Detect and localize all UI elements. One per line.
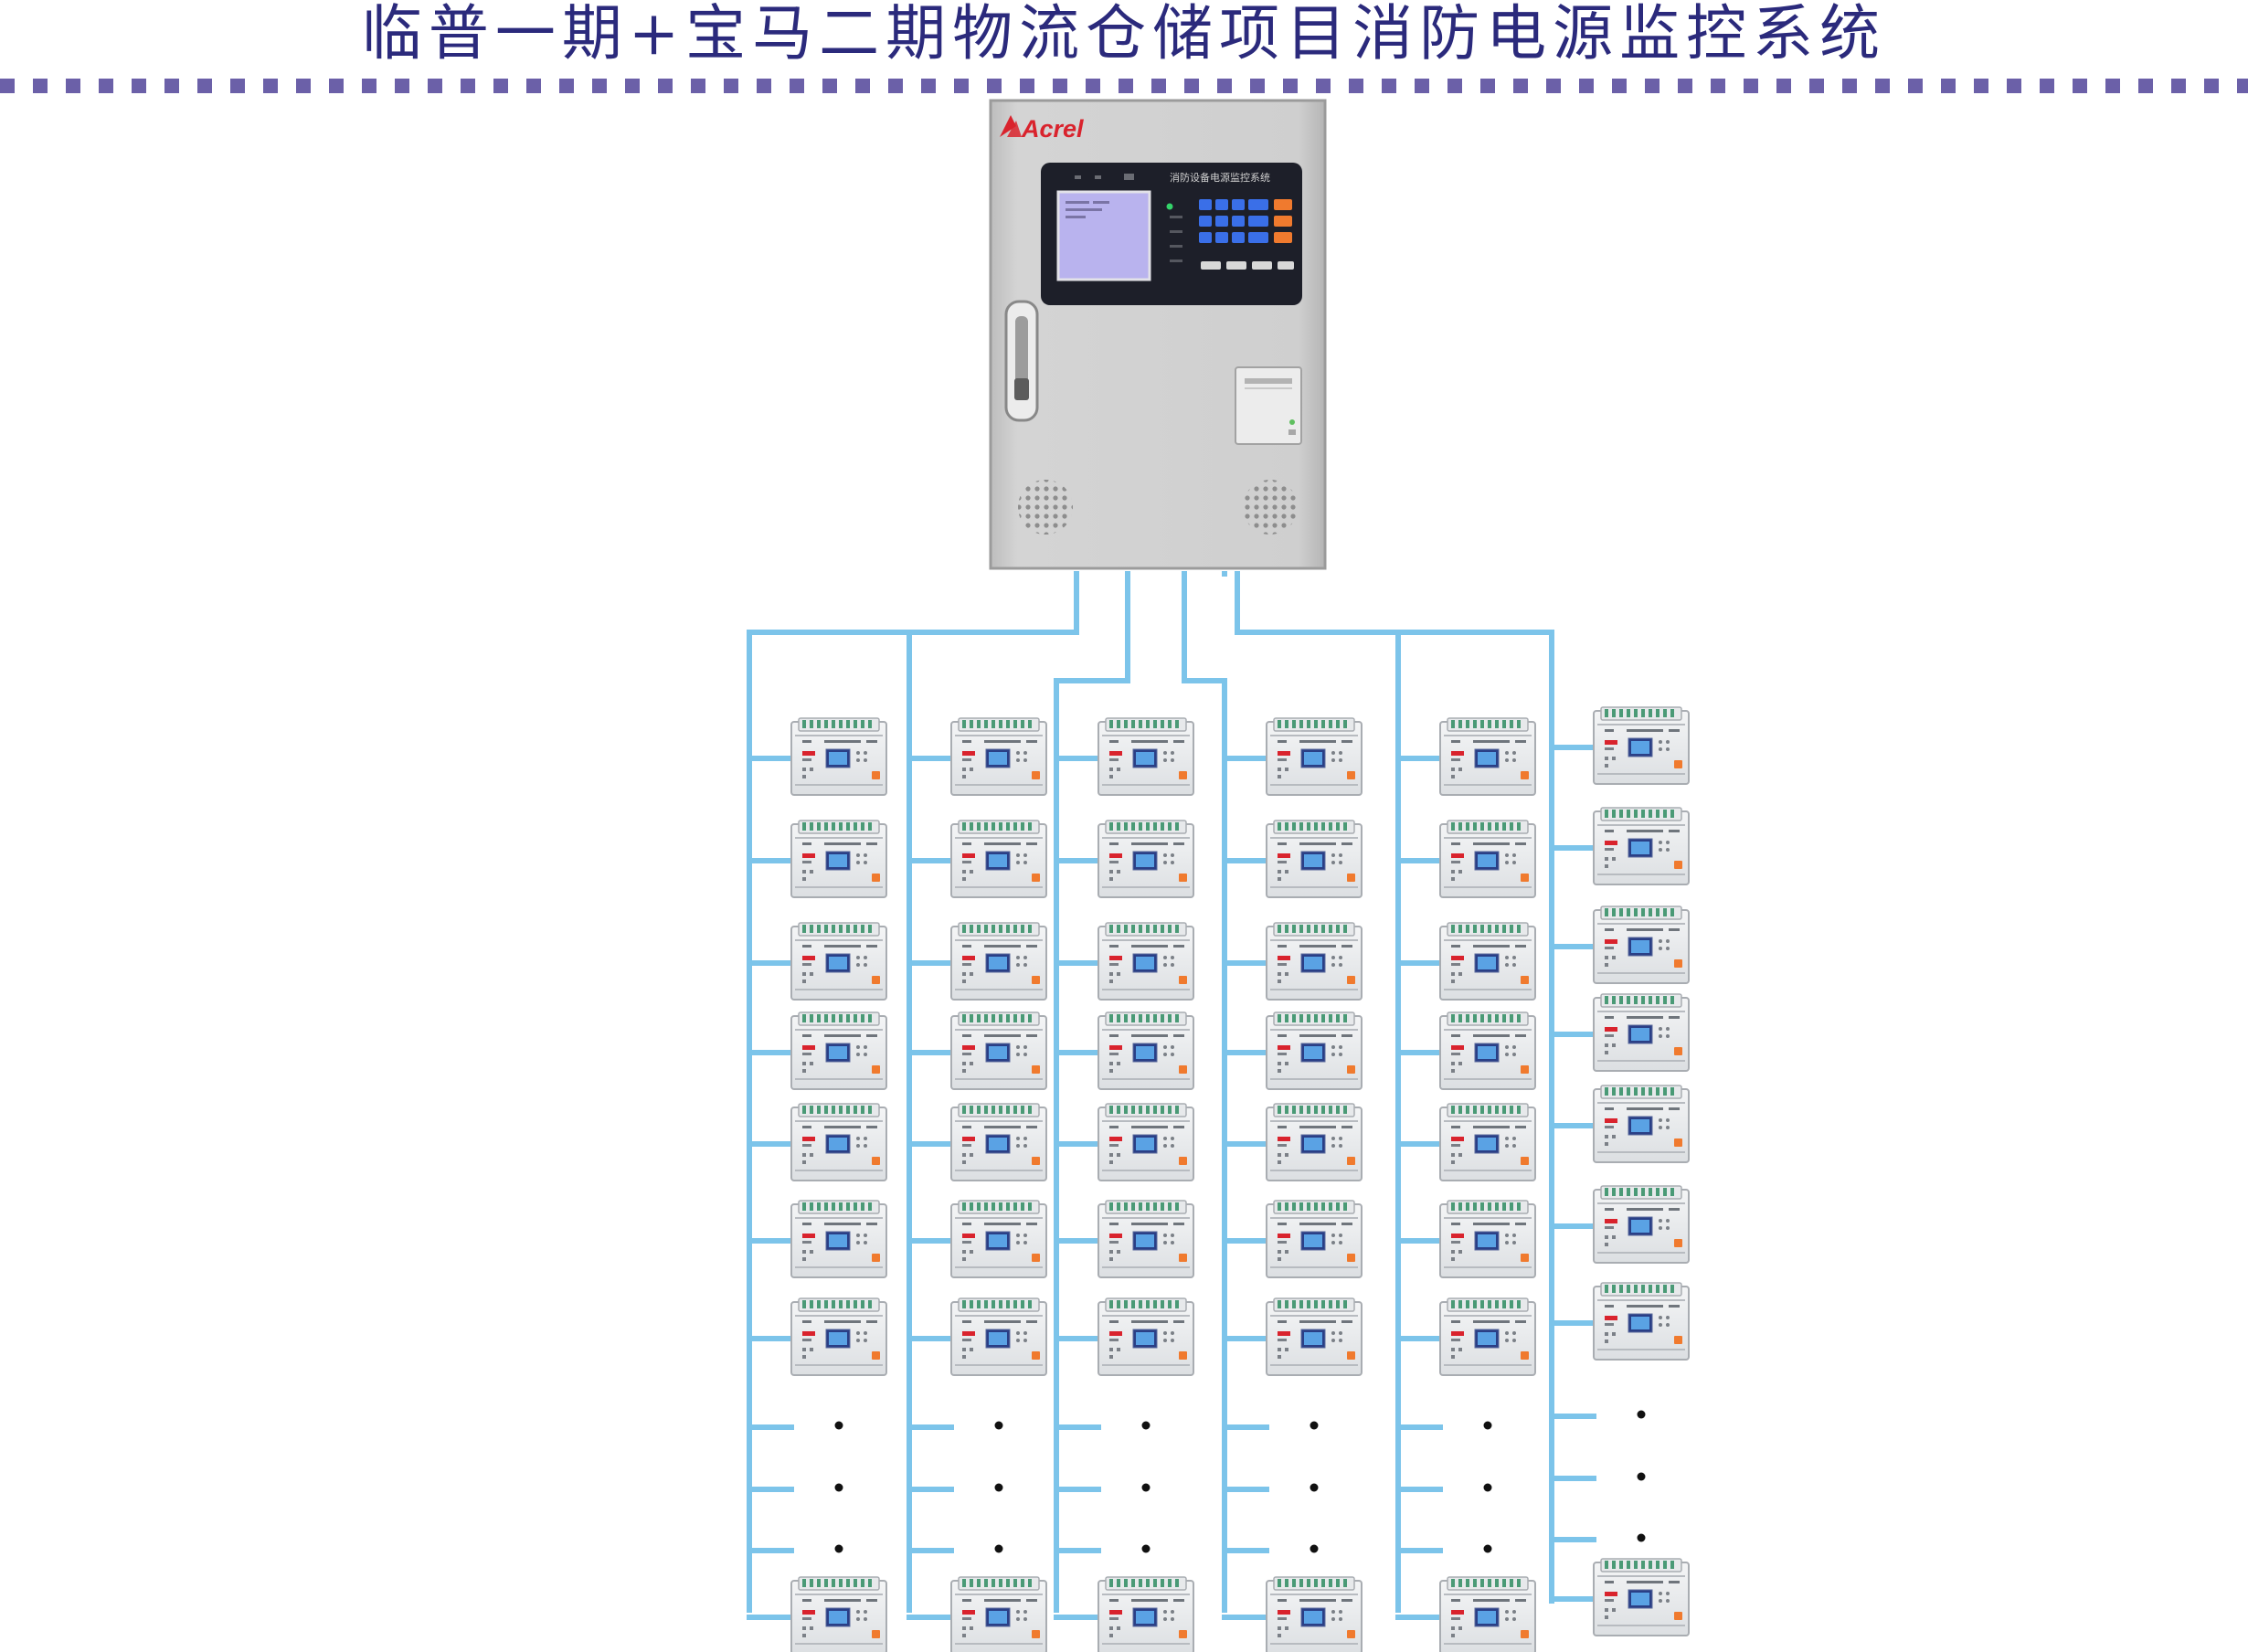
monitor-module-icon	[1439, 1297, 1536, 1376]
monitor-module-icon	[1097, 1200, 1194, 1278]
vertical-ellipsis-icon	[834, 1483, 843, 1492]
monitor-module-icon	[1097, 1297, 1194, 1376]
vertical-ellipsis-icon	[1141, 1421, 1151, 1430]
monitor-module-icon	[790, 1297, 887, 1376]
vertical-ellipsis-icon	[834, 1421, 843, 1430]
vertical-ellipsis-icon	[1483, 1421, 1492, 1430]
monitor-module-icon	[1266, 1297, 1363, 1376]
monitor-module-icon	[950, 717, 1047, 796]
keypad	[1199, 199, 1294, 270]
monitor-module-icon	[1593, 807, 1690, 885]
monitor-module-icon	[1266, 922, 1363, 1001]
monitor-module-icon	[1266, 717, 1363, 796]
monitor-module-icon	[950, 820, 1047, 898]
monitor-module-icon	[1097, 1103, 1194, 1181]
monitor-module-icon	[1593, 706, 1690, 785]
vertical-ellipsis-icon	[1141, 1483, 1151, 1492]
monitor-module-icon	[1097, 922, 1194, 1001]
monitor-module-icon	[790, 820, 887, 898]
monitor-module-icon	[1593, 1185, 1690, 1264]
monitor-module-icon	[790, 922, 887, 1001]
page-title: 临普一期+宝马二期物流仓储项目消防电源监控系统	[361, 0, 1887, 69]
monitor-module-icon	[1439, 717, 1536, 796]
monitor-module-icon	[1593, 905, 1690, 984]
monitor-module-icon	[1266, 1200, 1363, 1278]
monitor-module-icon	[1593, 1085, 1690, 1163]
monitor-module-icon	[950, 1011, 1047, 1090]
monitor-module-icon	[1266, 1576, 1363, 1652]
host-cabinet: Acrel 消防设备电源监控系统	[989, 99, 1327, 570]
status-led-icon	[1166, 203, 1173, 210]
vertical-ellipsis-icon	[834, 1544, 843, 1553]
monitor-module-icon	[950, 1297, 1047, 1376]
feeder-line-4	[1235, 571, 1554, 1604]
field-modules	[790, 706, 1690, 1652]
monitor-module-icon	[1439, 1200, 1536, 1278]
speaker-grille-icon	[1018, 480, 1298, 535]
monitor-module-icon	[1097, 1011, 1194, 1090]
vertical-ellipsis-icon	[994, 1544, 1003, 1553]
monitor-module-icon	[1097, 1576, 1194, 1652]
vertical-ellipsis-icon	[1310, 1483, 1319, 1492]
monitor-module-icon	[790, 1011, 887, 1090]
lcd-screen	[1056, 190, 1151, 281]
vertical-ellipsis-icon	[1310, 1544, 1319, 1553]
monitor-module-icon	[950, 1576, 1047, 1652]
vertical-ellipsis-icon	[1310, 1421, 1319, 1430]
monitor-module-icon	[1439, 820, 1536, 898]
bus-lines	[747, 571, 1596, 1620]
monitor-module-icon	[1266, 820, 1363, 898]
monitor-module-icon	[1593, 1282, 1690, 1361]
printer-icon	[1235, 366, 1302, 445]
brand-name: Acrel	[1021, 115, 1084, 143]
control-panel: 消防设备电源监控系统	[1041, 163, 1302, 305]
vertical-ellipsis-icon	[1637, 1533, 1646, 1542]
vertical-ellipsis-icon	[1483, 1544, 1492, 1553]
monitor-module-icon	[1266, 1103, 1363, 1181]
monitor-module-icon	[1439, 922, 1536, 1001]
monitor-module-icon	[950, 1200, 1047, 1278]
monitor-module-icon	[1593, 993, 1690, 1072]
vertical-ellipsis-icon	[1637, 1472, 1646, 1481]
vertical-ellipsis-icon	[1637, 1410, 1646, 1419]
feeder-line-1	[747, 571, 1079, 1613]
vertical-ellipsis-icon	[1141, 1544, 1151, 1553]
monitor-module-icon	[790, 1103, 887, 1181]
monitor-module-icon	[790, 717, 887, 796]
monitor-module-icon	[1439, 1011, 1536, 1090]
monitor-module-icon	[1439, 1576, 1536, 1652]
monitor-module-icon	[1097, 820, 1194, 898]
monitor-module-icon	[1439, 1103, 1536, 1181]
monitor-module-icon	[790, 1576, 887, 1652]
monitor-module-icon	[1593, 1558, 1690, 1636]
monitor-module-icon	[950, 922, 1047, 1001]
vertical-ellipsis-icon	[994, 1483, 1003, 1492]
panel-caption: 消防设备电源监控系统	[1170, 171, 1270, 184]
monitor-module-icon	[1097, 717, 1194, 796]
vertical-ellipsis-icon	[994, 1421, 1003, 1430]
monitor-module-icon	[1266, 1011, 1363, 1090]
title-dotted-rule	[0, 79, 2248, 93]
vertical-ellipsis-icon	[1483, 1483, 1492, 1492]
acrel-logo-icon	[1000, 115, 1022, 137]
monitor-module-icon	[950, 1103, 1047, 1181]
monitor-module-icon	[790, 1200, 887, 1278]
door-handle-icon	[1004, 300, 1039, 422]
